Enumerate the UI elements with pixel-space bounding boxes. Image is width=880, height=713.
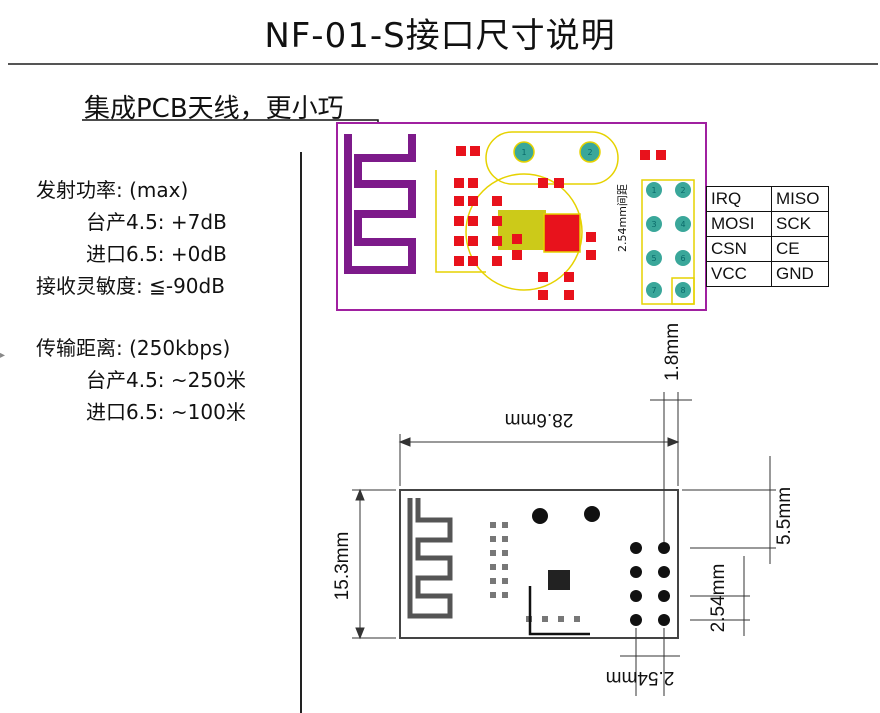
- subtitle: 集成PCB天线，更小巧: [84, 94, 344, 124]
- range-domestic: 台产4.5: ~250米: [86, 368, 246, 392]
- dim-width-label: 28.6mm: [505, 409, 574, 430]
- svg-text:2: 2: [680, 186, 685, 195]
- dim-top-offset-label: 5.5mm: [774, 487, 795, 545]
- dim-pitch-horizontal-label: 2.54mm: [606, 667, 675, 688]
- table-row: VCC GND: [706, 261, 829, 287]
- header-pins: 1 2 3 4 5 6 7 8: [641, 179, 695, 305]
- pin-cell: VCC: [706, 261, 772, 287]
- pin-cell: CSN: [706, 236, 772, 262]
- svg-text:1: 1: [651, 186, 656, 195]
- smd-pads: [454, 146, 666, 300]
- dim-height-label: 15.3mm: [332, 532, 353, 601]
- table-row: IRQ MISO: [706, 186, 829, 212]
- pin-cell: IRQ: [706, 186, 772, 212]
- title-underline: [8, 63, 878, 65]
- pin-cell: MISO: [771, 186, 829, 212]
- tx-power-label: 发射功率: (max): [36, 178, 189, 202]
- specs-panel: 发射功率: (max) 台产4.5: +7dB 进口6.5: +0dB 接收灵敏…: [36, 178, 246, 424]
- pin-cell: CE: [771, 236, 829, 262]
- range-label: 传输距离: (250kbps): [36, 336, 231, 360]
- antenna-trace-gray: [407, 498, 453, 619]
- pin-assignment-table: IRQ MISO MOSI SCK CSN CE VCC GND: [706, 186, 829, 287]
- svg-text:2: 2: [587, 148, 592, 157]
- svg-text:6: 6: [680, 254, 685, 263]
- svg-text:5: 5: [651, 254, 656, 263]
- table-row: MOSI SCK: [706, 211, 829, 237]
- pin-pitch-label: 2.54mm间距: [616, 184, 629, 252]
- crystal-pin: [532, 508, 548, 524]
- tx-power-import: 进口6.5: +0dB: [86, 242, 227, 266]
- svg-text:7: 7: [651, 286, 656, 295]
- pin-cell: SCK: [771, 211, 829, 237]
- pin-cell: MOSI: [706, 211, 772, 237]
- dimension-drawing: 28.6mm 15.3mm 1.8mm 5.5mm 2.54mm 2.54mm: [332, 323, 795, 696]
- range-import: 进口6.5: ~100米: [86, 400, 246, 424]
- svg-text:1: 1: [521, 148, 526, 157]
- table-row: CSN CE: [706, 236, 829, 262]
- crystal-outline: [485, 131, 619, 185]
- crystal-pin: [584, 506, 600, 522]
- svg-text:8: 8: [680, 286, 685, 295]
- dim-edge-gap-label: 1.8mm: [662, 323, 683, 381]
- rx-sensitivity: 接收灵敏度: ≦-90dB: [36, 274, 225, 298]
- svg-text:3: 3: [651, 220, 656, 229]
- tx-power-domestic: 台产4.5: +7dB: [86, 210, 227, 234]
- dim-pitch-vertical-label: 2.54mm: [708, 564, 729, 633]
- vertical-divider: [300, 152, 302, 713]
- page-title: NF-01-S接口尺寸说明: [264, 16, 616, 56]
- pcb-layout-diagram: 1 2 2.54mm间距 1 2 3 4 5 6 7 8: [336, 122, 707, 311]
- svg-text:4: 4: [680, 220, 685, 229]
- pcb-antenna-trace: [344, 134, 416, 274]
- header-pins-dim: [630, 542, 670, 626]
- left-edge-mark: ▸: [0, 350, 6, 361]
- pin-cell: GND: [771, 261, 829, 287]
